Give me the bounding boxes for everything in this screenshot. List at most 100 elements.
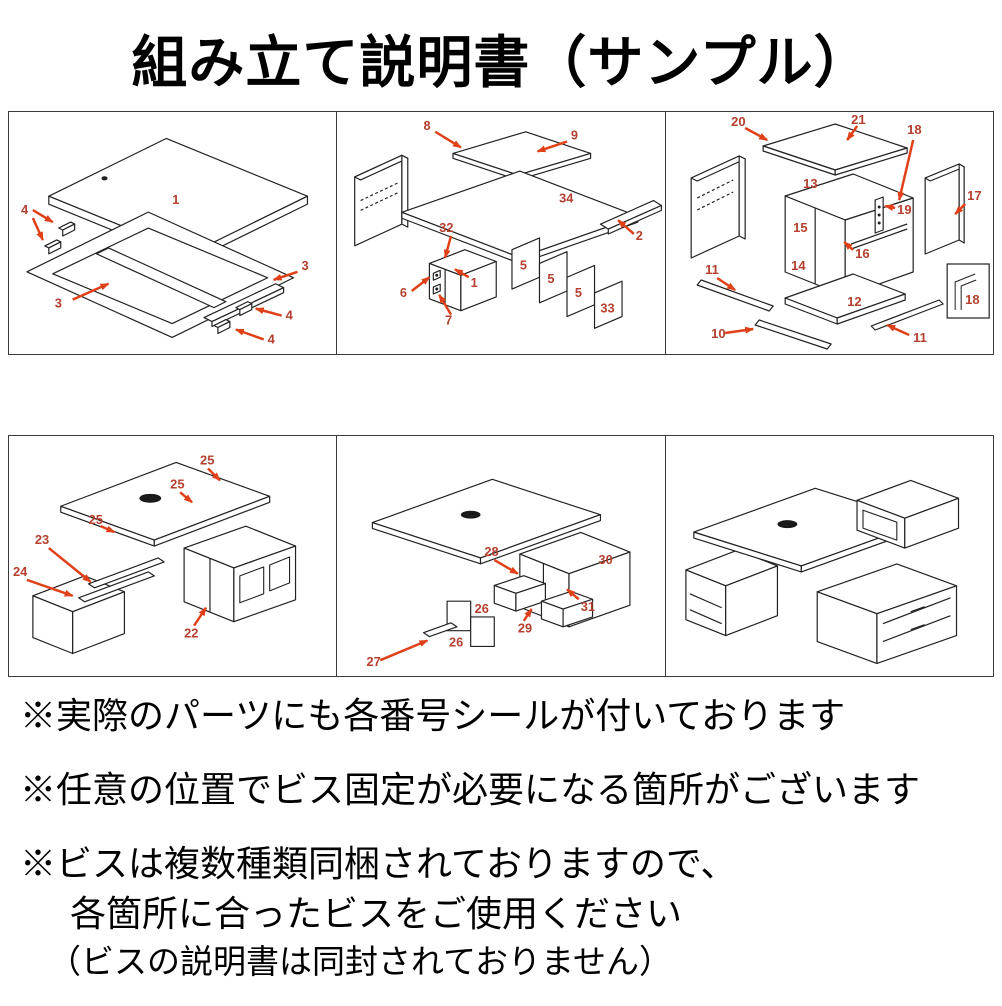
part-label: 28 bbox=[485, 544, 499, 559]
panel-1-diagram: 4 1 3 3 4 4 bbox=[21, 137, 309, 346]
part-label: 18 bbox=[907, 122, 921, 137]
part-label: 12 bbox=[847, 294, 861, 309]
part-label: 6 bbox=[400, 285, 407, 300]
panel-3-diagram: 20 21 18 13 17 15 19 16 14 11 12 10 11 1… bbox=[690, 112, 990, 350]
part-label: 22 bbox=[184, 626, 198, 641]
part-label: 25 bbox=[200, 452, 214, 467]
part-label: 25 bbox=[89, 512, 103, 527]
notes-section: ※実際のパーツにも各番号シールが付いております ※任意の位置でビス固定が必要にな… bbox=[20, 695, 982, 983]
part-label: 27 bbox=[367, 654, 381, 669]
part-label: 11 bbox=[705, 262, 719, 277]
back-panel bbox=[690, 155, 746, 259]
drawer-box-2 bbox=[541, 590, 594, 628]
part-label: 8 bbox=[424, 118, 431, 133]
panel-2: 8 9 34 32 2 6 1 7 5 5 5 33 bbox=[337, 112, 666, 354]
part-label: 29 bbox=[518, 621, 532, 636]
shelf-unit bbox=[183, 525, 297, 623]
part-label: 18 bbox=[965, 292, 979, 307]
part-label: 11 bbox=[913, 330, 927, 345]
desk-top-board bbox=[372, 478, 602, 565]
diagram-row-1: 4 1 3 3 4 4 bbox=[8, 111, 994, 355]
part-labels: 25 25 25 23 24 22 bbox=[13, 452, 214, 640]
part-label: 24 bbox=[13, 564, 28, 579]
note-2: ※任意の位置でビス固定が必要になる箇所がございます bbox=[20, 769, 921, 810]
part-label: 10 bbox=[711, 326, 725, 341]
large-board bbox=[401, 170, 639, 265]
part-labels: 20 21 18 13 17 15 19 16 14 11 12 10 11 1… bbox=[705, 112, 981, 345]
part-label: 4 bbox=[286, 308, 294, 323]
part-label: 26 bbox=[475, 601, 489, 616]
part-label: 5 bbox=[548, 271, 555, 286]
part-label: 25 bbox=[170, 476, 184, 491]
part-label: 21 bbox=[851, 112, 865, 127]
part-label: 5 bbox=[520, 257, 527, 272]
drawer-box-1 bbox=[494, 575, 547, 612]
fixing-strip bbox=[874, 196, 884, 234]
part-label: 4 bbox=[268, 331, 276, 346]
note-1: ※実際のパーツにも各番号シールが付いております bbox=[20, 696, 846, 736]
corner-brackets bbox=[44, 221, 253, 335]
small-top-panel bbox=[452, 131, 592, 181]
callout-arrows bbox=[380, 558, 580, 662]
front-panel-27 bbox=[423, 622, 458, 638]
part-label: 2 bbox=[636, 228, 643, 243]
diagram-row-2: 25 25 25 23 24 22 bbox=[8, 435, 994, 677]
part-labels: 4 1 3 3 4 4 bbox=[21, 192, 309, 346]
base-rails bbox=[696, 273, 944, 350]
part-label: 26 bbox=[449, 634, 463, 649]
panel-6 bbox=[666, 436, 993, 676]
panel-4: 25 25 25 23 24 22 bbox=[9, 436, 338, 676]
right-cabinet bbox=[816, 563, 957, 665]
part-label: 1 bbox=[471, 275, 478, 290]
callout-arrows bbox=[31, 209, 298, 341]
back-panel bbox=[354, 154, 409, 247]
part-label: 34 bbox=[559, 191, 574, 206]
part-label: 9 bbox=[571, 128, 578, 143]
page-title: 組み立て説明書（サンプル） bbox=[131, 33, 871, 95]
part-label: 3 bbox=[302, 258, 309, 273]
callout-arrows bbox=[411, 130, 635, 316]
note-3: ※ビスは複数種類同梱されておりますので、 各箇所に合ったビスをご使用ください （… bbox=[20, 843, 982, 983]
panel-1: 4 1 3 3 4 4 bbox=[9, 112, 338, 354]
base-frame bbox=[26, 211, 295, 339]
part-label: 30 bbox=[599, 552, 613, 567]
hutch-shelf bbox=[856, 479, 959, 549]
divider-panels bbox=[511, 237, 623, 329]
part-label: 1 bbox=[172, 192, 179, 207]
part-label: 19 bbox=[897, 202, 911, 217]
panel-6-diagram bbox=[684, 479, 959, 665]
note-3-line-3: （ビスの説明書は同封されておりません） bbox=[48, 944, 673, 981]
note-3-line-2: 各箇所に合ったビスをご使用ください bbox=[70, 893, 683, 934]
part-label: 5 bbox=[575, 285, 582, 300]
part-label: 17 bbox=[967, 188, 981, 203]
callout-arrows bbox=[26, 467, 221, 627]
part-label: 33 bbox=[601, 301, 615, 316]
part-labels: 28 30 29 31 26 26 27 bbox=[367, 544, 613, 669]
panel-5: 28 30 29 31 26 26 27 bbox=[337, 436, 666, 676]
small-cabinet bbox=[429, 249, 498, 312]
part-label: 13 bbox=[803, 176, 817, 191]
part-label: 16 bbox=[855, 246, 869, 261]
part-labels: 8 9 34 32 2 6 1 7 5 5 5 33 bbox=[400, 118, 643, 328]
part-label: 3 bbox=[55, 296, 62, 311]
part-label: 7 bbox=[445, 312, 452, 327]
note-3-line-1: ※ビスは複数種類同梱されておりますので、 bbox=[20, 843, 737, 884]
part-label: 20 bbox=[731, 114, 745, 129]
assembly-instruction-sheet: 組み立て説明書（サンプル） bbox=[8, 33, 994, 983]
detail-inset bbox=[946, 263, 990, 319]
part-label: 32 bbox=[440, 220, 454, 235]
flat-panels-26 bbox=[446, 600, 496, 648]
side-panel bbox=[924, 163, 965, 255]
panel-2-diagram: 8 9 34 32 2 6 1 7 5 5 5 33 bbox=[354, 118, 663, 329]
callout-arrows bbox=[716, 125, 966, 337]
connecting-rails bbox=[78, 557, 165, 603]
part-label: 14 bbox=[791, 258, 806, 273]
part-label: 15 bbox=[793, 220, 807, 235]
top-panel bbox=[762, 123, 908, 176]
part-label: 23 bbox=[35, 532, 49, 547]
part-label: 4 bbox=[21, 202, 29, 217]
part-label: 31 bbox=[581, 599, 595, 614]
panel-4-diagram: 25 25 25 23 24 22 bbox=[13, 452, 297, 655]
left-cabinet bbox=[684, 549, 778, 637]
panel-5-diagram: 28 30 29 31 26 26 27 bbox=[367, 478, 631, 669]
